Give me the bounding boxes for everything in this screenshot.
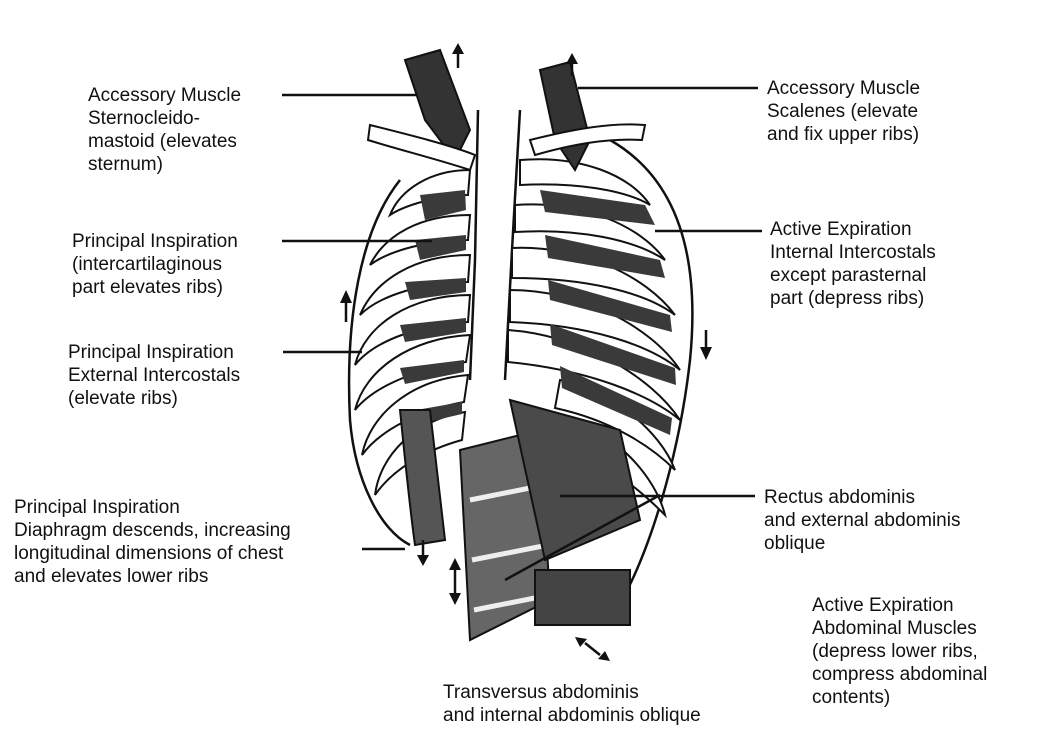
label-line: Rectus abdominis [764, 486, 960, 509]
label-line: longitudinal dimensions of chest [14, 542, 291, 565]
label-line: and fix upper ribs) [767, 123, 920, 146]
label-line: Transversus abdominis [443, 681, 701, 704]
label-internal-intercostals: Active Expiration Internal Intercostals … [770, 218, 936, 310]
label-line: Principal Inspiration [72, 230, 238, 253]
label-transversus-abdominis: Transversus abdominis and internal abdom… [443, 681, 701, 727]
label-line: (depress lower ribs, [812, 640, 987, 663]
label-intercartilaginous: Principal Inspiration (intercartilaginou… [72, 230, 238, 299]
label-line: Active Expiration [770, 218, 936, 241]
label-line: oblique [764, 532, 960, 555]
label-line: Diaphragm descends, increasing [14, 519, 291, 542]
label-external-intercostals: Principal Inspiration External Intercost… [68, 341, 240, 410]
label-line: (elevate ribs) [68, 387, 240, 410]
label-line: Accessory Muscle [88, 84, 241, 107]
label-line: Abdominal Muscles [812, 617, 987, 640]
label-line: part (depress ribs) [770, 287, 936, 310]
label-line: and elevates lower ribs [14, 565, 291, 588]
label-diaphragm: Principal Inspiration Diaphragm descends… [14, 496, 291, 588]
label-line: sternum) [88, 153, 241, 176]
label-line: contents) [812, 686, 987, 709]
scalene-muscle [540, 62, 590, 170]
label-rectus-abdominis: Rectus abdominis and external abdominis … [764, 486, 960, 555]
label-line: mastoid (elevates [88, 130, 241, 153]
label-abdominal-muscles: Active Expiration Abdominal Muscles (dep… [812, 594, 987, 709]
label-line: part elevates ribs) [72, 276, 238, 299]
label-line: and external abdominis [764, 509, 960, 532]
label-sternocleidomastoid: Accessory Muscle Sternocleido- mastoid (… [88, 84, 241, 176]
label-line: and internal abdominis oblique [443, 704, 701, 727]
transversus-abdominis-muscle [535, 570, 630, 625]
label-scalenes: Accessory Muscle Scalenes (elevate and f… [767, 77, 920, 146]
label-line: except parasternal [770, 264, 936, 287]
label-line: compress abdominal [812, 663, 987, 686]
label-line: Principal Inspiration [14, 496, 291, 519]
label-line: Sternocleido- [88, 107, 241, 130]
diagonal-arrow-transversus [585, 643, 600, 655]
label-line: Active Expiration [812, 594, 987, 617]
label-line: (intercartilaginous [72, 253, 238, 276]
label-line: Internal Intercostals [770, 241, 936, 264]
label-line: Accessory Muscle [767, 77, 920, 100]
label-line: External Intercostals [68, 364, 240, 387]
label-line: Scalenes (elevate [767, 100, 920, 123]
label-line: Principal Inspiration [68, 341, 240, 364]
